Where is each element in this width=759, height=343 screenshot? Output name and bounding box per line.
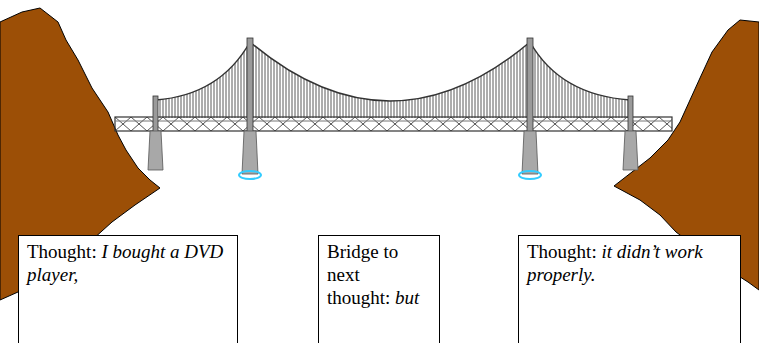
- text-box: Thought:it didn’t work properly.: [518, 235, 741, 343]
- side-tower: [153, 96, 158, 132]
- text-box: Thought:I bought a DVD player,: [18, 235, 238, 343]
- side-pier: [148, 131, 163, 170]
- main-tower: [527, 38, 533, 132]
- hangers: [156, 42, 630, 118]
- main-cable: [156, 42, 630, 101]
- box-heading: Thought:: [527, 241, 597, 262]
- thought-text: but: [395, 287, 419, 308]
- main-tower: [247, 38, 253, 132]
- water-ripple: [239, 171, 261, 179]
- main-pier: [242, 131, 258, 174]
- box-heading: Bridge to next thought:: [327, 241, 398, 308]
- bridge-deck: [115, 117, 672, 131]
- side-pier: [623, 131, 638, 170]
- text-box: Bridge to next thought:but: [318, 235, 440, 343]
- water-ripple: [519, 171, 541, 179]
- box-heading: Thought:: [27, 241, 97, 262]
- deck-line: [115, 121, 672, 122]
- main-pier: [522, 131, 538, 174]
- side-tower: [628, 96, 633, 132]
